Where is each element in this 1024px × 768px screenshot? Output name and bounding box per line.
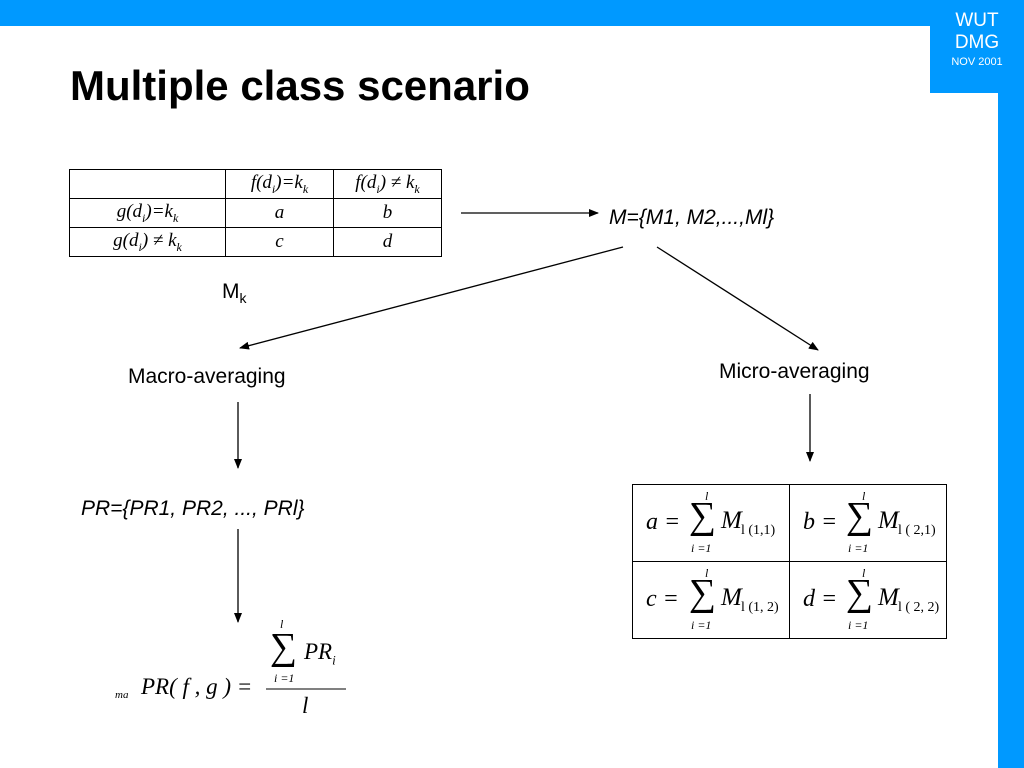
micro-cell-a: a = l ∑ i =1 M l (1,1) bbox=[632, 484, 790, 562]
micro-table-row: c = l ∑ i =1 M l (1, 2) d = l ∑ i =1 M l… bbox=[632, 561, 947, 639]
formula-subscript: l (1, 2) bbox=[741, 600, 779, 615]
formula-subscript: l ( 2, 2) bbox=[898, 600, 940, 615]
macro-denominator: l bbox=[302, 693, 309, 718]
sigma-icon: ∑ bbox=[846, 572, 874, 614]
formula-subscript: l ( 2,1) bbox=[898, 523, 936, 538]
sigma-icon: ∑ bbox=[689, 572, 717, 614]
formula-m: M bbox=[878, 584, 899, 611]
micro-formula-table: a = l ∑ i =1 M l (1,1) b = l ∑ i =1 M l … bbox=[632, 484, 947, 639]
macro-sum-upper-limit: l bbox=[280, 617, 284, 631]
table-header-match: f(di)=kk bbox=[225, 169, 334, 199]
macro-averaging-label: Macro-averaging bbox=[128, 365, 286, 388]
sum-lower-limit: i =1 bbox=[848, 541, 869, 555]
arrow-to-macro bbox=[239, 246, 624, 350]
macro-formula-fraction: l ∑ i =1 PRi l bbox=[268, 617, 348, 718]
micro-cell-d: d = l ∑ i =1 M l ( 2, 2) bbox=[789, 561, 947, 639]
formula-lhs: b = bbox=[803, 509, 838, 535]
formula-lhs: c = bbox=[646, 586, 679, 612]
table-cell-d: d bbox=[333, 227, 442, 257]
right-accent-bar bbox=[998, 0, 1024, 768]
macro-formula-prefix: ma bbox=[115, 689, 129, 701]
table-caption-sub: k bbox=[239, 290, 247, 307]
sum-upper-limit: l bbox=[705, 566, 709, 580]
formula-m: M bbox=[721, 584, 742, 611]
badge-line-2: DMG bbox=[954, 32, 1000, 53]
model-set-label: M={M1, M2,...,Ml} bbox=[609, 206, 775, 229]
table-row: g(di) ≠ kk c d bbox=[69, 227, 442, 257]
micro-table-row: a = l ∑ i =1 M l (1,1) b = l ∑ i =1 M l … bbox=[632, 484, 947, 562]
formula-a: a = l ∑ i =1 M l (1,1) bbox=[643, 485, 789, 561]
formula-b: b = l ∑ i =1 M l ( 2,1) bbox=[800, 485, 946, 561]
top-accent-bar bbox=[0, 0, 1024, 26]
formula-lhs: a = bbox=[646, 509, 681, 535]
table-caption: Mk bbox=[222, 280, 247, 306]
macro-summand-main: PR bbox=[304, 639, 333, 664]
table-row-label: g(di) ≠ kk bbox=[69, 227, 226, 257]
sum-lower-limit: i =1 bbox=[691, 541, 712, 555]
formula-m: M bbox=[721, 507, 742, 534]
sum-lower-limit: i =1 bbox=[691, 618, 712, 632]
macro-formula-lhs: PR( f , g ) = bbox=[141, 674, 253, 699]
arrow-to-micro bbox=[656, 246, 819, 351]
micro-cell-b: b = l ∑ i =1 M l ( 2,1) bbox=[789, 484, 947, 562]
badge-line-3: NOV 2001 bbox=[951, 56, 1003, 68]
sigma-icon: ∑ bbox=[846, 495, 874, 537]
micro-averaging-label: Micro-averaging bbox=[719, 360, 870, 383]
table-caption-main: M bbox=[222, 280, 240, 303]
sum-upper-limit: l bbox=[862, 489, 866, 503]
macro-summand: PRi bbox=[304, 639, 336, 669]
formula-c: c = l ∑ i =1 M l (1, 2) bbox=[643, 562, 789, 638]
sigma-icon: ∑ bbox=[270, 626, 298, 668]
micro-cell-c: c = l ∑ i =1 M l (1, 2) bbox=[632, 561, 790, 639]
sum-upper-limit: l bbox=[705, 489, 709, 503]
sum-upper-limit: l bbox=[862, 566, 866, 580]
formula-m: M bbox=[878, 507, 899, 534]
sum-lower-limit: i =1 bbox=[848, 618, 869, 632]
formula-subscript: l (1,1) bbox=[741, 523, 776, 538]
institution-badge: WUT DMG NOV 2001 bbox=[930, 0, 1024, 93]
formula-d: d = l ∑ i =1 M l ( 2, 2) bbox=[800, 562, 946, 638]
sigma-icon: ∑ bbox=[689, 495, 717, 537]
macro-summand-sub: i bbox=[332, 652, 336, 668]
macro-sum-lower-limit: i =1 bbox=[274, 671, 295, 685]
badge-line-1: WUT bbox=[955, 10, 999, 31]
precision-set-label: PR={PR1, PR2, ..., PRl} bbox=[81, 497, 305, 520]
table-cell-b: b bbox=[333, 198, 442, 228]
contingency-table: f(di)=kk f(di) ≠ kk g(di)=kk a b g(di) ≠… bbox=[69, 169, 442, 257]
formula-lhs: d = bbox=[803, 586, 838, 612]
slide-title: Multiple class scenario bbox=[70, 62, 530, 109]
table-cell-c: c bbox=[225, 227, 334, 257]
